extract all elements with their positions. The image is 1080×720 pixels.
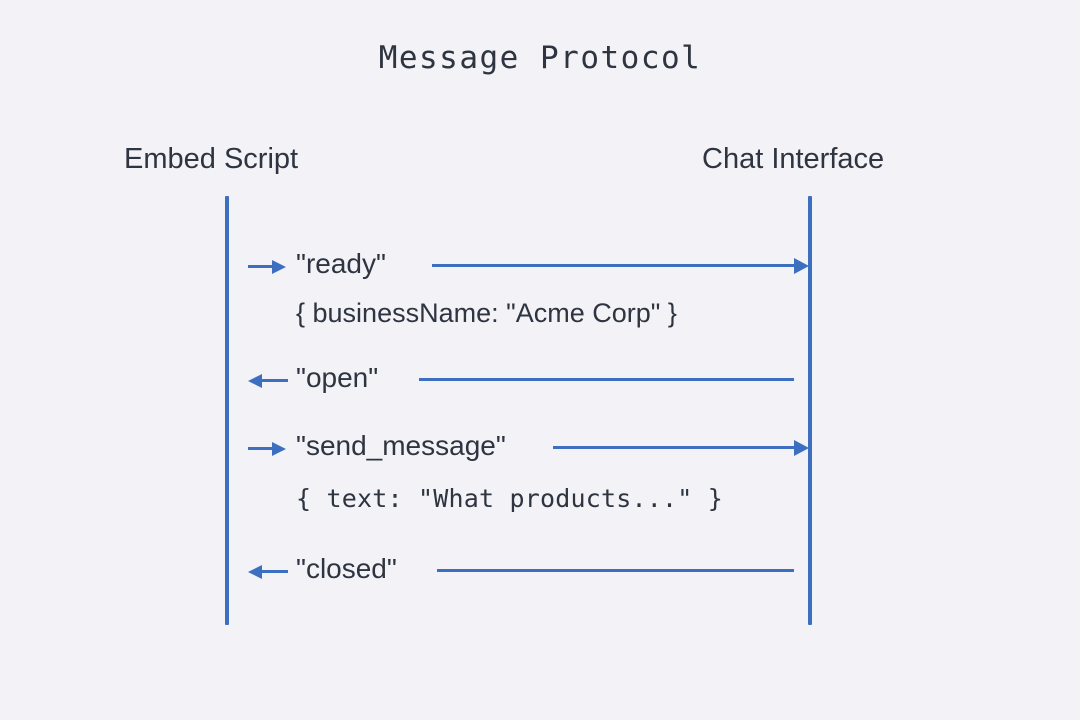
arrow-head [248, 565, 262, 579]
message-row: "ready" [0, 247, 1080, 287]
arrow-right-icon [248, 259, 286, 275]
message-row: "open" [0, 361, 1080, 401]
arrow-head-icon [794, 258, 809, 274]
message-payload: { businessName: "Acme Corp" } [296, 298, 677, 328]
arrow-stub [262, 379, 288, 382]
arrow-left-icon [248, 564, 288, 580]
message-connector-line [553, 440, 809, 456]
message-payload: { text: "What products..." } [296, 484, 724, 513]
message-row: "send_message" [0, 429, 1080, 469]
message-connector-line [437, 569, 794, 572]
message-connector-line [432, 258, 809, 274]
lifeline-embed-script [225, 196, 229, 625]
message-connector-line [419, 378, 794, 381]
arrow-stub [248, 447, 276, 450]
message-label: "ready" [296, 248, 386, 279]
message-label: "open" [296, 362, 379, 393]
arrow-stub [248, 265, 276, 268]
lifeline-chat-interface [808, 196, 812, 625]
page-title: Message Protocol [378, 40, 702, 76]
arrow-head [272, 442, 286, 456]
message-label: "closed" [296, 553, 397, 584]
arrow-head-icon [794, 440, 809, 456]
arrow-left-icon [248, 373, 288, 389]
arrow-right-icon [248, 441, 286, 457]
message-label: "send_message" [296, 430, 506, 461]
arrow-head [272, 260, 286, 274]
participant-label-embed-script: Embed Script [124, 143, 299, 175]
arrow-head [248, 374, 262, 388]
message-row: "closed" [0, 552, 1080, 592]
participant-label-chat-interface: Chat Interface [702, 143, 885, 175]
arrow-stub [262, 570, 288, 573]
